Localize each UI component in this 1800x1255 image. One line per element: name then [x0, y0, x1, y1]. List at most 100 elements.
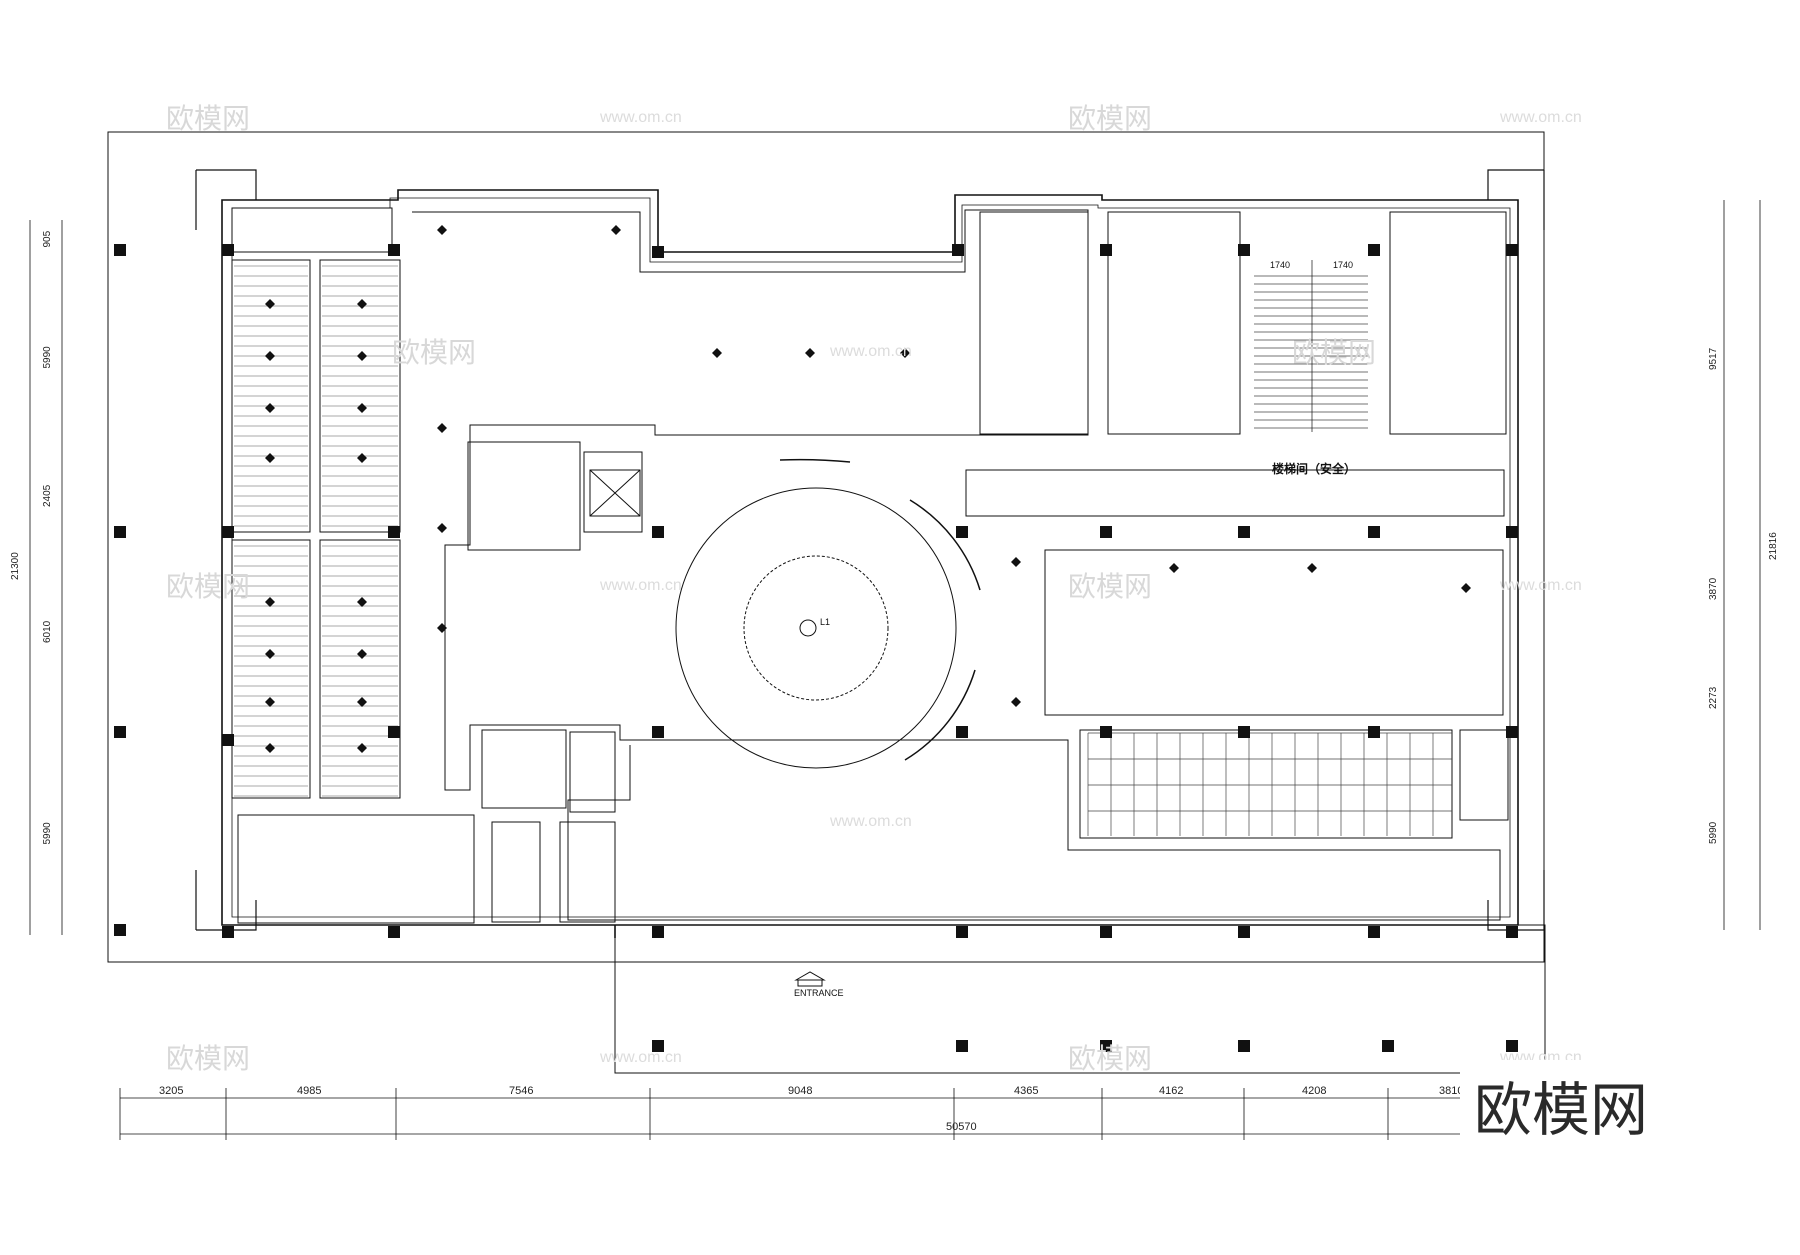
- structural-column: [1506, 926, 1518, 938]
- light-fixture: [1169, 563, 1179, 573]
- stair-dim-1: 1740: [1270, 260, 1290, 270]
- structural-column: [956, 526, 968, 538]
- structural-column: [652, 726, 664, 738]
- structural-column: [1368, 926, 1380, 938]
- structural-column: [1100, 526, 1112, 538]
- dim-bottom-label: 3205: [159, 1085, 183, 1097]
- watermark-6: 欧模网: [1292, 336, 1376, 369]
- structural-column: [114, 924, 126, 936]
- watermark-1: 欧模网: [166, 102, 250, 135]
- light-fixture: [357, 299, 367, 309]
- site-logo: 欧模网: [1474, 1076, 1648, 1144]
- dim-bottom-label: 7546: [509, 1085, 533, 1097]
- structural-column: [1238, 726, 1250, 738]
- structural-column: [222, 734, 234, 746]
- structural-column: [388, 726, 400, 738]
- watermark-5: 欧模网: [1068, 570, 1152, 603]
- light-fixture: [265, 453, 275, 463]
- structural-column: [1506, 726, 1518, 738]
- structural-column: [114, 726, 126, 738]
- structural-column: [1368, 244, 1380, 256]
- structural-column: [1368, 526, 1380, 538]
- dim-bottom-label: 4365: [1014, 1085, 1038, 1097]
- dim-bottom-label: 4208: [1302, 1085, 1326, 1097]
- dim-left-label: 5990: [42, 346, 53, 369]
- light-fixture: [712, 348, 722, 358]
- watermark-url-5: www.om.cn: [1499, 577, 1582, 594]
- structural-column: [1506, 1040, 1518, 1052]
- dim-bottom-label: 4985: [297, 1085, 321, 1097]
- structural-column: [1238, 926, 1250, 938]
- dim-right-label: 9517: [1708, 347, 1719, 370]
- structural-column: [652, 1040, 664, 1052]
- structural-column: [652, 246, 664, 258]
- structural-column: [652, 526, 664, 538]
- light-fixture: [265, 743, 275, 753]
- dim-left-label: 6010: [42, 620, 53, 643]
- dim-right-label: 2273: [1708, 686, 1719, 709]
- lift-marker: [799, 619, 817, 637]
- structural-column: [1100, 726, 1112, 738]
- light-fixture: [265, 299, 275, 309]
- light-fixture: [900, 348, 910, 358]
- watermark-8: 欧模网: [1068, 1042, 1152, 1075]
- light-fixture: [437, 225, 447, 235]
- dim-left-label: 905: [42, 230, 53, 247]
- stair-label: 楼梯间（安全）: [1272, 461, 1356, 476]
- dim-bottom-label: 3810: [1439, 1085, 1463, 1097]
- structural-column: [652, 926, 664, 938]
- structural-column: [1238, 244, 1250, 256]
- structural-column: [952, 244, 964, 256]
- structural-column: [1368, 726, 1380, 738]
- light-fixture: [437, 423, 447, 433]
- structural-column: [388, 926, 400, 938]
- structural-column: [1100, 926, 1112, 938]
- structural-column: [956, 926, 968, 938]
- light-fixture: [1307, 563, 1317, 573]
- structural-column: [222, 926, 234, 938]
- watermark-3: 欧模网: [392, 336, 476, 369]
- light-fixture: [265, 697, 275, 707]
- light-fixture: [437, 623, 447, 633]
- dim-bottom-label: 9048: [788, 1085, 812, 1097]
- structural-column: [1506, 526, 1518, 538]
- light-fixture: [357, 453, 367, 463]
- dim-right-total: 21816: [1768, 532, 1779, 560]
- light-fixture: [265, 403, 275, 413]
- dim-bottom-label: 4162: [1159, 1085, 1183, 1097]
- structural-column: [388, 526, 400, 538]
- watermark-url-2: www.om.cn: [1499, 109, 1582, 126]
- light-fixture: [357, 403, 367, 413]
- light-fixture: [1461, 583, 1471, 593]
- dim-left-total: 21300: [10, 552, 21, 580]
- light-fixture: [265, 597, 275, 607]
- entrance-label: ENTRANCE: [794, 988, 844, 998]
- light-fixture: [437, 523, 447, 533]
- stair-dim-2: 1740: [1333, 260, 1353, 270]
- structural-column: [388, 244, 400, 256]
- dim-total: 50570: [946, 1121, 977, 1133]
- watermark-7: 欧模网: [166, 1042, 250, 1075]
- light-fixture: [265, 649, 275, 659]
- structural-column: [956, 1040, 968, 1052]
- structural-column: [114, 526, 126, 538]
- light-fixture: [357, 697, 367, 707]
- structural-column: [222, 244, 234, 256]
- structural-column: [1506, 244, 1518, 256]
- structural-column: [1100, 1040, 1112, 1052]
- watermark-url-4: www.om.cn: [599, 577, 682, 594]
- light-fixture: [357, 351, 367, 361]
- watermark-url-3: www.om.cn: [829, 343, 912, 360]
- entrance-icon: [794, 971, 826, 987]
- watermark-url-1: www.om.cn: [599, 109, 682, 126]
- structural-column: [222, 526, 234, 538]
- structural-column: [956, 726, 968, 738]
- dim-left-label: 5990: [42, 822, 53, 845]
- light-fixture: [265, 351, 275, 361]
- light-fixture: [357, 743, 367, 753]
- structural-column: [1238, 526, 1250, 538]
- dim-right-label: 3870: [1708, 577, 1719, 600]
- light-fixture: [1011, 697, 1021, 707]
- dim-right-label: 5990: [1708, 821, 1719, 844]
